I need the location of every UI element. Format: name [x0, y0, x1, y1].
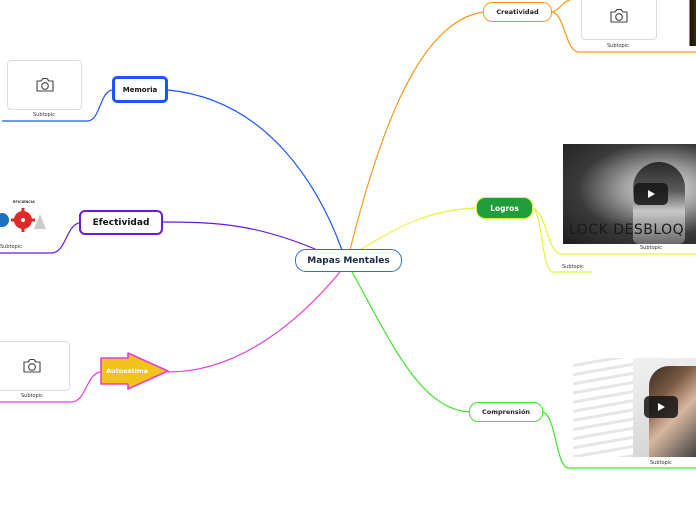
camera-placeholder-icon: [35, 77, 54, 92]
topic-logros[interactable]: Logros: [476, 197, 533, 219]
topic-memoria-label: Memoria: [122, 85, 158, 94]
connector-logros-subtopic-1: [532, 207, 696, 255]
efficiency-gears-image: [0, 208, 46, 232]
connector-memoria: [167, 89, 343, 251]
creatividad-subtopic-label[interactable]: Subtopic: [607, 43, 629, 49]
topic-memoria[interactable]: Memoria: [112, 76, 168, 103]
connector-creatividad: [349, 11, 485, 251]
connector-comprension: [351, 271, 471, 413]
comprension-video-thumbnail[interactable]: [573, 358, 696, 457]
connector-autoestima-subtopic: [0, 371, 101, 403]
topic-comprension-label: Comprensión: [481, 408, 531, 416]
topic-autoestima[interactable]: Autoestima: [101, 358, 153, 384]
connector-creatividad-image: [551, 0, 571, 13]
autoestima-subtopic-label[interactable]: Subtopic: [21, 393, 43, 399]
connector-logros: [359, 207, 477, 251]
logros-subtopic-label-2[interactable]: Subtopic: [562, 264, 584, 270]
central-topic[interactable]: Mapas Mentales: [295, 249, 402, 272]
autoestima-arrow-shape: [100, 352, 169, 390]
play-button-icon[interactable]: [644, 396, 678, 418]
creatividad-image-placeholder[interactable]: [581, 0, 657, 40]
logros-subtopic-label-1[interactable]: Subtopic: [640, 245, 662, 251]
topic-creatividad[interactable]: Creatividad: [483, 2, 552, 22]
logros-video-caption: LOCK DESBLOQ: [569, 222, 685, 238]
comprension-subtopic-label[interactable]: Subtopic: [650, 460, 672, 466]
autoestima-image-placeholder[interactable]: [0, 341, 70, 391]
topic-autoestima-label: Autoestima: [105, 367, 148, 375]
connector-efectividad: [162, 221, 323, 253]
efectividad-image[interactable]: EFICIENCIA: [0, 196, 48, 236]
connector-comprension-subtopic: [542, 411, 696, 469]
play-button-icon[interactable]: [634, 183, 668, 205]
topic-creatividad-label: Creatividad: [496, 8, 539, 16]
topic-efectividad[interactable]: Efectividad: [79, 210, 163, 235]
camera-placeholder-icon: [23, 358, 41, 373]
connector-efectividad-subtopic: [0, 222, 80, 254]
efectividad-image-text: EFICIENCIA: [13, 200, 35, 204]
topic-logros-label: Logros: [490, 203, 519, 213]
central-topic-label: Mapas Mentales: [307, 255, 390, 266]
creatividad-edge-image: [689, 0, 696, 46]
camera-placeholder-icon: [610, 8, 628, 23]
connector-logros-subtopic-2: [532, 207, 592, 273]
topic-comprension[interactable]: Comprensión: [469, 402, 543, 422]
memoria-image-placeholder[interactable]: [7, 60, 82, 110]
logros-video-thumbnail[interactable]: LOCK DESBLOQ: [563, 144, 696, 244]
topic-efectividad-label: Efectividad: [92, 217, 150, 228]
connector-autoestima: [167, 271, 341, 373]
efectividad-subtopic-label[interactable]: Subtopic: [0, 244, 22, 250]
memoria-subtopic-label[interactable]: Subtopic: [33, 112, 55, 118]
video-blinds-pattern: [573, 358, 633, 457]
connector-creatividad-subtopic: [551, 11, 696, 53]
connector-memoria-subtopic: [2, 89, 113, 122]
